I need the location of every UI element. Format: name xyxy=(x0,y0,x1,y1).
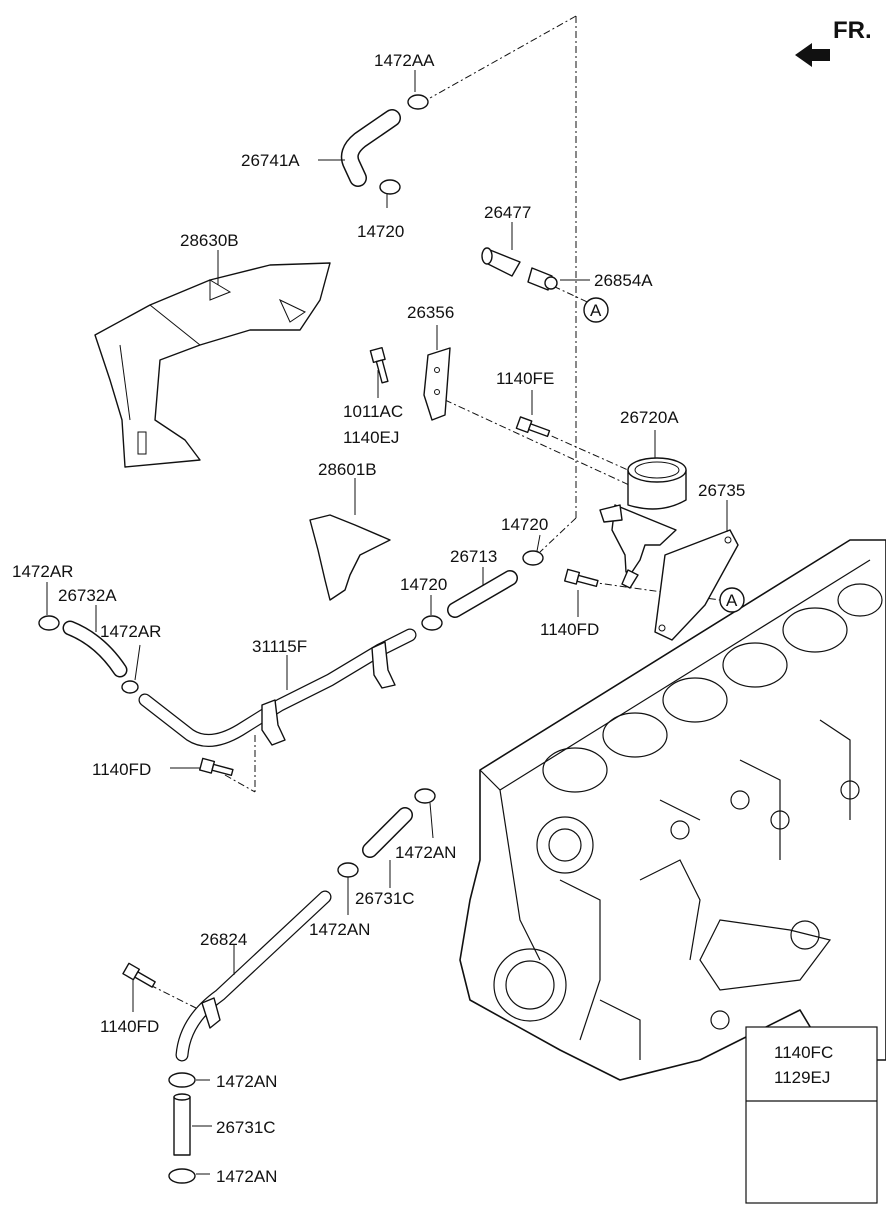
label-1140FD-left: 1140FD xyxy=(92,760,151,779)
hose-26713 xyxy=(447,570,518,618)
label-26854A: 26854A xyxy=(594,271,653,290)
label-1140FD-bottom: 1140FD xyxy=(100,1017,159,1036)
part-26854A xyxy=(527,267,558,291)
hose-26741A xyxy=(340,109,401,187)
bracket-28601B xyxy=(309,514,391,601)
gasket-26735 xyxy=(654,529,739,641)
hose-clamp-icon xyxy=(38,94,544,1184)
label-26356: 26356 xyxy=(407,303,454,322)
label-26731C-a: 26731C xyxy=(355,889,415,908)
leader-lines xyxy=(46,70,728,1175)
label-26477: 26477 xyxy=(484,203,531,222)
pipe-31115F xyxy=(138,628,417,747)
label-1472AN-d: 1472AN xyxy=(216,1167,277,1186)
heat-shield-28630B xyxy=(94,262,331,468)
legend-line1: 1140FC xyxy=(774,1043,833,1062)
label-26713: 26713 xyxy=(450,547,497,566)
callout-a-upper: A xyxy=(583,297,609,323)
label-14720-top: 14720 xyxy=(357,222,404,241)
label-1140FD-right: 1140FD xyxy=(540,620,599,639)
engine-block xyxy=(459,539,886,1081)
hose-26732A xyxy=(62,620,128,678)
label-1140EJ: 1140EJ xyxy=(343,428,399,447)
part-labels: 1472AA 26741A 14720 26477 26854A 28630B … xyxy=(12,51,745,1186)
label-26735: 26735 xyxy=(698,481,745,500)
label-14720-low: 14720 xyxy=(400,575,447,594)
label-1472AN-a: 1472AN xyxy=(395,843,456,862)
label-1140FE: 1140FE xyxy=(496,369,554,388)
label-1011AC: 1011AC xyxy=(343,402,403,421)
label-28630B: 28630B xyxy=(180,231,239,250)
direction-label: FR. xyxy=(833,17,872,44)
label-26732A: 26732A xyxy=(58,586,117,605)
pipe-26824 xyxy=(175,890,332,1062)
callout-a-lower: A xyxy=(719,587,745,613)
label-28601B: 28601B xyxy=(318,460,377,479)
label-1472AA: 1472AA xyxy=(374,51,435,70)
bracket-26356 xyxy=(423,347,451,421)
separator-26720A xyxy=(599,457,687,589)
label-26720A: 26720A xyxy=(620,408,679,427)
hose-26731C-lower xyxy=(173,1093,191,1156)
direction-arrow-icon xyxy=(795,43,830,67)
label-26731C-b: 26731C xyxy=(216,1118,276,1137)
svg-text:A: A xyxy=(590,301,602,320)
guide-lines xyxy=(149,15,721,1011)
label-31115F: 31115F xyxy=(252,637,307,656)
hose-26731C-upper xyxy=(362,807,413,858)
part-26477 xyxy=(481,247,521,277)
label-1472AR-b: 1472AR xyxy=(100,622,161,641)
label-1472AN-c: 1472AN xyxy=(216,1072,277,1091)
label-14720-mid: 14720 xyxy=(501,515,548,534)
label-1472AN-b: 1472AN xyxy=(309,920,370,939)
label-26824: 26824 xyxy=(200,930,247,949)
label-1472AR-a: 1472AR xyxy=(12,562,73,581)
svg-text:A: A xyxy=(726,591,738,610)
legend-line2: 1129EJ xyxy=(774,1068,830,1087)
legend-box: 1140FC 1129EJ xyxy=(745,1026,878,1204)
label-26741A: 26741A xyxy=(241,151,300,170)
